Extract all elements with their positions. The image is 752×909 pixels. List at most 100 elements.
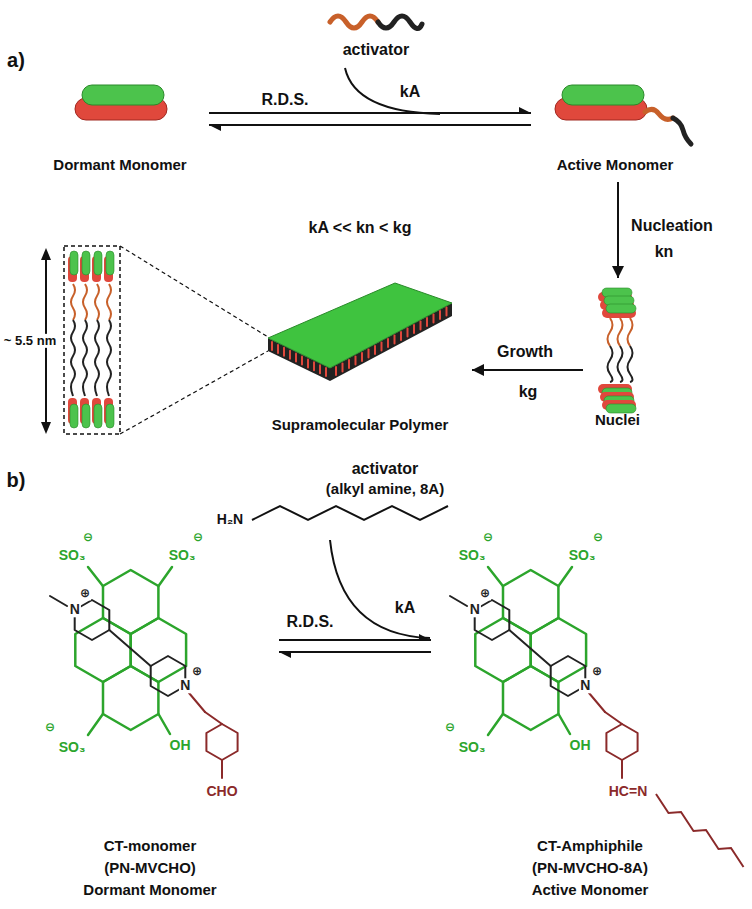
nuclei-red	[602, 308, 636, 318]
monomer-green	[82, 85, 164, 105]
connector-line	[209, 124, 531, 126]
activator-curve	[345, 68, 440, 114]
benzene-ring	[206, 724, 237, 760]
sheet-stripe	[394, 336, 396, 344]
pyrene-ring	[503, 666, 558, 730]
nuclei-red	[602, 400, 636, 410]
nuclei-tail	[628, 318, 633, 346]
sheet-stripe	[313, 362, 315, 370]
stack-red	[104, 256, 113, 282]
sheet-stripe	[295, 354, 297, 362]
annotation: ~ 5.5 nm	[3, 334, 57, 348]
dimension-arrow	[41, 422, 51, 434]
sheet-stripe	[289, 351, 291, 359]
node-label: Dormant Monomer	[83, 879, 216, 901]
stack-red	[68, 398, 77, 424]
reaction-arrow	[612, 182, 624, 278]
atom-label: SO₃	[58, 548, 87, 563]
sheet-stripe	[413, 325, 415, 333]
stage-node: CT-monomer(PN-MVCHO)Dormant Monomer	[25, 540, 275, 905]
pyrene-ring	[503, 570, 558, 634]
benzyl-bond	[189, 693, 205, 712]
stack-tail	[95, 320, 99, 396]
connector-line	[472, 369, 583, 371]
atom-label: OH	[169, 738, 192, 753]
stage-node: Active Monomer	[535, 70, 695, 180]
annotation: (alkyl amine, 8A)	[325, 481, 445, 498]
activator-curve	[330, 540, 430, 638]
nuclei-green	[602, 388, 632, 397]
sheet-stripe	[433, 315, 435, 323]
stack-tail	[71, 284, 75, 320]
atom-label: ⊕	[79, 587, 91, 600]
stack-green	[94, 404, 102, 428]
edge-label: R.D.S.	[285, 613, 334, 631]
sheet-stripe	[335, 367, 337, 375]
benzyl-bond	[589, 693, 605, 712]
annotation: kA	[394, 599, 416, 617]
activator-chain	[378, 16, 422, 29]
atom-label: ⊖	[592, 531, 604, 544]
stack-tail	[71, 320, 75, 396]
sulfonate-bond	[88, 714, 103, 735]
sheet-stripe	[271, 342, 273, 350]
annotation: kA << kn < kg	[307, 219, 412, 237]
annotation: kg	[518, 383, 539, 401]
edge-label: Growth	[496, 343, 554, 361]
sheet-stripe	[407, 329, 409, 337]
edge-label: R.D.S.	[260, 91, 309, 109]
nuclei-red	[598, 292, 632, 302]
sheet-stripe	[368, 350, 370, 358]
annotation: kn	[654, 243, 675, 261]
nuclei-green	[602, 288, 632, 297]
hydroxy-bond	[559, 714, 571, 734]
sheet-stripe	[387, 339, 389, 347]
atom-label: ⊖	[82, 531, 94, 544]
sheet-side	[268, 338, 330, 381]
stack-tail	[83, 320, 87, 396]
sheet-side	[330, 303, 452, 381]
pyrene-ring	[475, 618, 530, 682]
annotation: a)	[6, 49, 26, 71]
atom-label: SO₃	[458, 548, 487, 563]
octyl-chain	[656, 794, 744, 867]
methyl-bond	[450, 596, 467, 606]
sheet-stripe	[426, 318, 428, 326]
arrow-head	[472, 364, 484, 376]
benzene-ring	[606, 724, 637, 760]
sheet-stripe	[355, 357, 357, 365]
sheet-stripe	[342, 364, 344, 372]
node-label: (PN-MVCHO-8A)	[532, 857, 648, 879]
alkyl-chain	[252, 506, 448, 520]
atom-label: N	[469, 602, 481, 617]
atom-label: ⊕	[591, 665, 603, 678]
sulfonate-bond	[159, 567, 173, 586]
atom-label: SO₃	[58, 740, 87, 755]
nuclei-tail	[608, 346, 613, 382]
atom-label: ⊖	[192, 531, 204, 544]
sulfonate-bond	[88, 567, 103, 586]
atom-label: ⊖	[44, 721, 56, 734]
reaction-arrow	[472, 364, 583, 376]
stack-red	[92, 256, 101, 282]
dimension-arrow	[41, 248, 51, 260]
hydroxy-bond	[159, 714, 171, 734]
sulfonate-bond	[488, 714, 503, 735]
monomer-tail	[645, 109, 673, 119]
sheet-stripe	[446, 308, 448, 316]
node-label: Active Monomer	[532, 879, 649, 901]
stack-red	[92, 398, 101, 424]
nuclei-green	[604, 296, 634, 305]
stage-node: Nuclei	[585, 280, 650, 435]
sheet-stripe	[420, 322, 422, 330]
stack-green	[82, 251, 90, 275]
atom-label: N	[179, 678, 191, 693]
reaction-arrow	[209, 107, 531, 131]
atom-label: SO₃	[568, 548, 597, 563]
benzyl-bond	[205, 712, 222, 724]
monomer-tail	[673, 118, 691, 144]
connector-line	[279, 639, 431, 641]
